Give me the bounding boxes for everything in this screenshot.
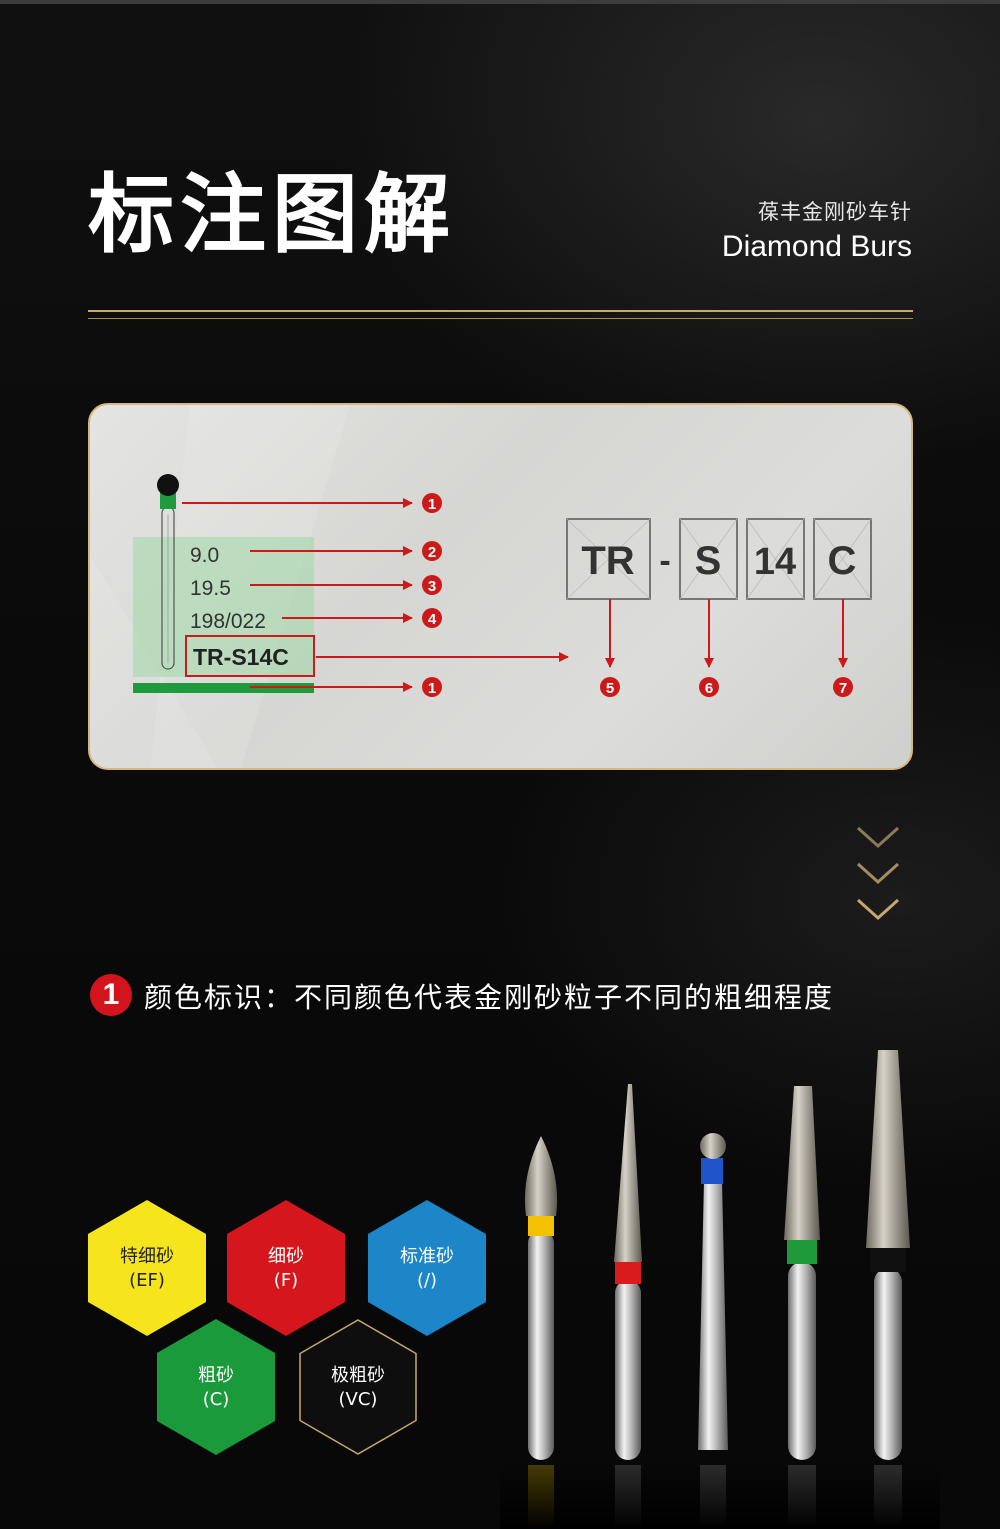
svg-text:7: 7	[839, 680, 847, 697]
scroll-down-chevrons-icon	[856, 826, 900, 921]
section-number-badge: 1	[90, 974, 132, 1016]
package-code-box	[185, 635, 315, 677]
grit-name-standard: 标准砂	[400, 1246, 454, 1267]
grit-code-f: (F)	[273, 1270, 299, 1291]
gold-divider-top	[88, 310, 913, 312]
package-value-1: 19.5	[190, 577, 231, 600]
package-value-0: 9.0	[190, 544, 219, 567]
label-diagram: 9.0 19.5 198/022 TR-S14C 1 2	[90, 405, 872, 768]
svg-text:6: 6	[705, 680, 713, 697]
marker-4: 4	[422, 608, 442, 628]
code-part-s: S	[679, 518, 738, 600]
marker-5: 5	[600, 677, 620, 697]
burs-photo	[500, 1050, 940, 1529]
page-title: 标注图解	[88, 165, 456, 265]
grit-code-vc: (VC)	[338, 1389, 378, 1410]
brand-subtitle-cn: 葆丰金刚砂车针	[758, 200, 912, 224]
grit-code-c: (C)	[202, 1389, 230, 1410]
svg-text:3: 3	[428, 578, 436, 595]
gold-divider-bottom	[88, 318, 913, 319]
package-value-2: 198/022	[190, 610, 266, 633]
brand-subtitle-en: Diamond Burs	[721, 230, 912, 263]
code-dash: -	[659, 542, 670, 580]
grit-code-standard: (/)	[416, 1270, 438, 1291]
svg-text:C: C	[828, 539, 857, 583]
grit-name-ef: 特细砂	[120, 1246, 174, 1267]
svg-text:TR: TR	[581, 539, 634, 583]
color-bar	[133, 683, 314, 693]
svg-text:2: 2	[428, 544, 436, 561]
grit-name-f: 细砂	[268, 1246, 304, 1267]
bur-taper	[784, 1086, 820, 1460]
svg-text:S: S	[695, 539, 722, 583]
marker-1-top: 1	[422, 493, 442, 513]
label-diagram-card: 9.0 19.5 198/022 TR-S14C 1 2	[88, 403, 913, 770]
bur-needle	[614, 1084, 642, 1460]
code-part-14: 14	[746, 518, 805, 600]
marker-3: 3	[422, 575, 442, 595]
code-part-c: C	[813, 518, 872, 600]
grit-name-vc: 极粗砂	[331, 1365, 385, 1386]
svg-text:14: 14	[754, 541, 796, 583]
grit-hex-vc-outline	[299, 1319, 417, 1455]
top-strip	[0, 0, 1000, 4]
bur-flame	[524, 1136, 558, 1460]
grit-name-c: 粗砂	[198, 1365, 234, 1386]
svg-text:1: 1	[428, 680, 436, 697]
marker-7: 7	[833, 677, 853, 697]
grit-hex-f: 细砂 (F)	[227, 1200, 345, 1336]
grit-hex-standard: 标准砂 (/)	[368, 1200, 486, 1336]
grit-hex-vc: 极粗砂 (VC)	[299, 1319, 417, 1455]
bur-ball	[698, 1133, 728, 1450]
marker-6: 6	[699, 677, 719, 697]
section-heading-text: 颜色标识：不同颜色代表金刚砂粒子不同的粗细程度	[144, 981, 835, 1014]
marker-1-bottom: 1	[422, 677, 442, 697]
grit-code-ef: (EF)	[129, 1270, 165, 1291]
bur-wide-taper	[866, 1050, 910, 1460]
grit-hex-c: 粗砂 (C)	[157, 1319, 275, 1455]
svg-text:5: 5	[606, 680, 614, 697]
svg-text:1: 1	[428, 496, 436, 513]
bur-illustration	[157, 474, 179, 670]
marker-2: 2	[422, 541, 442, 561]
grit-hex-ef: 特细砂 (EF)	[88, 1200, 206, 1336]
package-label-area	[133, 537, 314, 677]
svg-text:4: 4	[428, 611, 437, 628]
code-part-tr: TR	[566, 518, 651, 600]
package-code: TR-S14C	[193, 644, 289, 670]
